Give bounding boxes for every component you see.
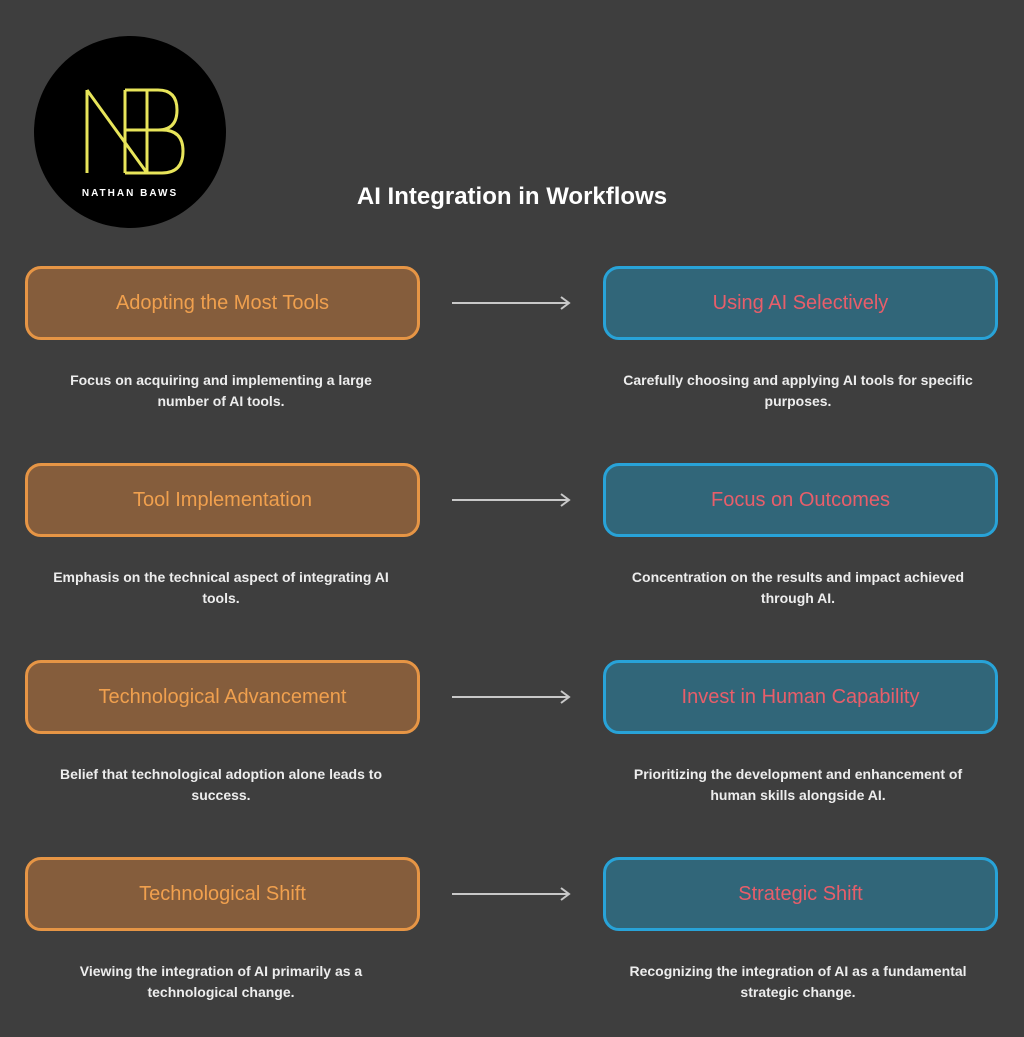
recommended-approach-description: Concentration on the results and impact … — [631, 569, 965, 606]
arrow-right-icon — [452, 887, 571, 901]
current-approach-description: Emphasis on the technical aspect of inte… — [53, 569, 389, 606]
comparison-row: Technological Advancement Invest in Huma… — [0, 660, 1024, 840]
arrow-right-icon — [452, 493, 571, 507]
recommended-approach-box: Invest in Human Capability — [603, 660, 998, 734]
arrow-right-icon — [452, 690, 571, 704]
nb-monogram-icon — [85, 88, 185, 175]
comparison-row: Adopting the Most Tools Using AI Selecti… — [0, 266, 1024, 446]
comparison-row: Technological Shift Strategic Shift View… — [0, 857, 1024, 1037]
recommended-approach-description: Carefully choosing and applying AI tools… — [623, 372, 973, 409]
logo-wordmark: NATHAN BAWS — [81, 188, 179, 199]
current-approach-box: Adopting the Most Tools — [25, 266, 420, 340]
current-approach-box: Tool Implementation — [25, 463, 420, 537]
nathan-baws-logo: NATHAN BAWS — [34, 36, 226, 228]
current-approach-description: Belief that technological adoption alone… — [59, 766, 383, 803]
arrow-right-icon — [452, 296, 571, 310]
current-approach-box: Technological Shift — [25, 857, 420, 931]
page-title: AI Integration in Workflows — [356, 183, 668, 210]
comparison-row: Tool Implementation Focus on Outcomes Em… — [0, 463, 1024, 643]
recommended-approach-description: Recognizing the integration of AI as a f… — [629, 963, 967, 1000]
recommended-approach-description: Prioritizing the development and enhance… — [633, 766, 963, 803]
current-approach-description: Viewing the integration of AI primarily … — [79, 963, 363, 1000]
current-approach-box: Technological Advancement — [25, 660, 420, 734]
current-approach-description: Focus on acquiring and implementing a la… — [70, 372, 372, 409]
recommended-approach-box: Strategic Shift — [603, 857, 998, 931]
recommended-approach-box: Focus on Outcomes — [603, 463, 998, 537]
recommended-approach-box: Using AI Selectively — [603, 266, 998, 340]
